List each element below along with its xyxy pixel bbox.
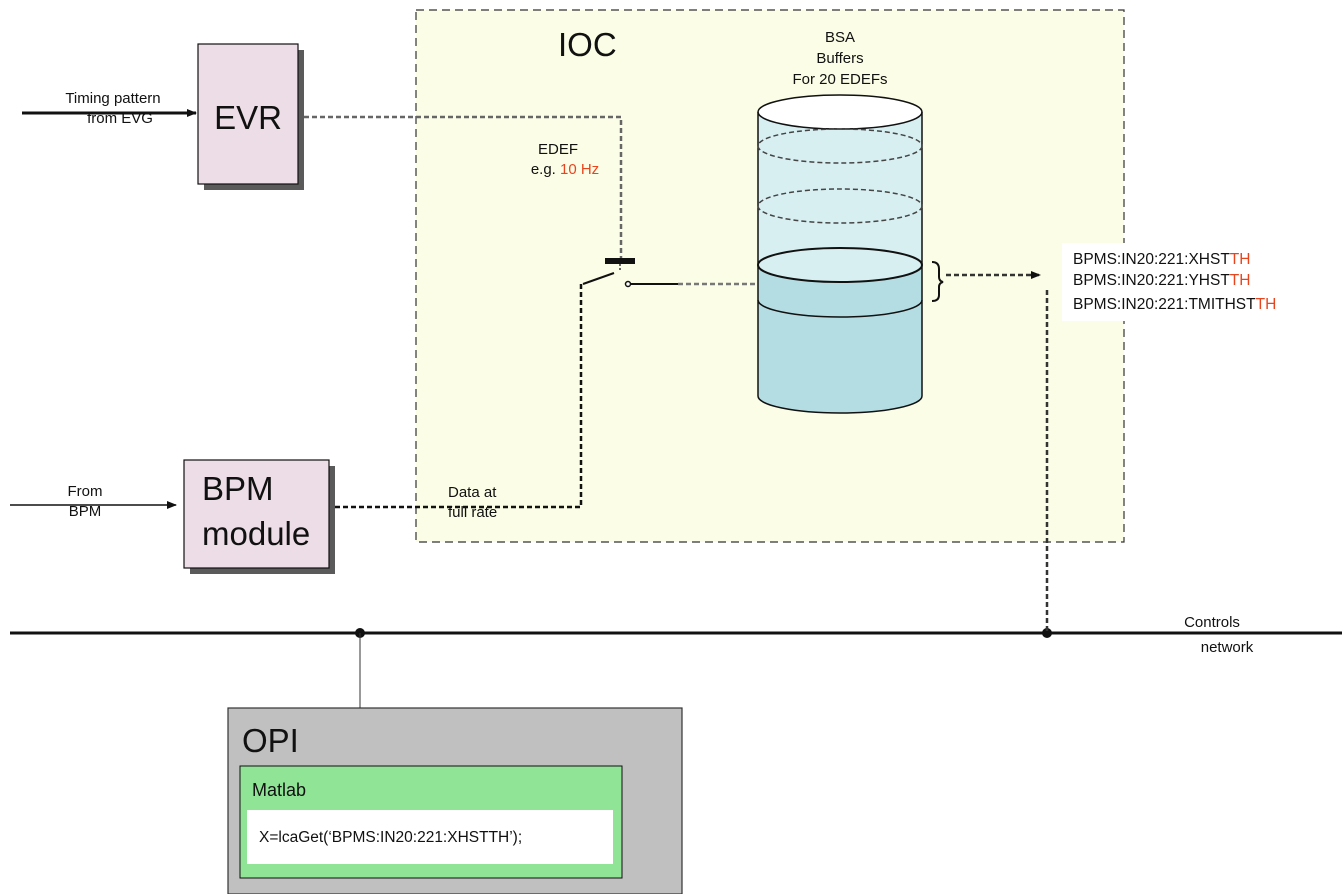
- bpm-module-box: [183, 459, 330, 569]
- bpm-input-label-line1: From: [68, 483, 103, 500]
- data-rate-label-line1: Data at: [448, 484, 497, 501]
- switch-blade: [582, 272, 615, 285]
- evr-trigger-line: [304, 115, 623, 258]
- bsa-label-line2: Buffers: [816, 50, 863, 67]
- timing-label-line2: from EVG: [87, 110, 153, 127]
- bpm-module-label-line2: module: [202, 515, 310, 552]
- bpm-input-label-line2: BPM: [69, 503, 102, 520]
- evr-label: EVR: [214, 99, 282, 136]
- bpm-data-line: [335, 284, 583, 509]
- pv-item-tmithstth: BPMS:IN20:221:TMITHSTTH: [1073, 296, 1276, 313]
- bsa-buffer-cylinder: [757, 94, 923, 414]
- matlab-title: Matlab: [252, 780, 306, 800]
- bsa-label-line1: BSA: [825, 29, 855, 46]
- bpm-module-label-line1: BPM: [202, 470, 274, 507]
- matlab-code-box[interactable]: [247, 810, 613, 864]
- pv-list-box: [1062, 243, 1340, 321]
- pv-item-xhstth: BPMS:IN20:221:XHSTTH: [1073, 251, 1250, 268]
- network-junction-ioc: [1042, 628, 1052, 638]
- ioc-title: IOC: [558, 26, 617, 63]
- network-label-line1: Controls: [1184, 614, 1240, 631]
- timing-label-line1: Timing pattern: [65, 90, 160, 107]
- switch-contact: [624, 280, 632, 288]
- pv-item-yhstth: BPMS:IN20:221:YHSTTH: [1073, 272, 1250, 289]
- matlab-code-line: X=lcaGet(‘BPMS:IN20:221:XHSTTH’);: [259, 829, 522, 846]
- bsa-active-buffer: [757, 247, 923, 283]
- network-label-line2: network: [1201, 639, 1254, 656]
- switch-trigger-bar: [605, 258, 635, 264]
- edef-rate-text: e.g. 10 Hz: [531, 161, 599, 178]
- data-rate-label-line2: full rate: [448, 504, 497, 521]
- buffer-brace: [931, 261, 944, 302]
- opi-title: OPI: [242, 722, 299, 759]
- evr-box: [197, 43, 299, 185]
- bsa-label-line3: For 20 EDEFs: [792, 71, 887, 88]
- edef-label: EDEF: [538, 141, 578, 158]
